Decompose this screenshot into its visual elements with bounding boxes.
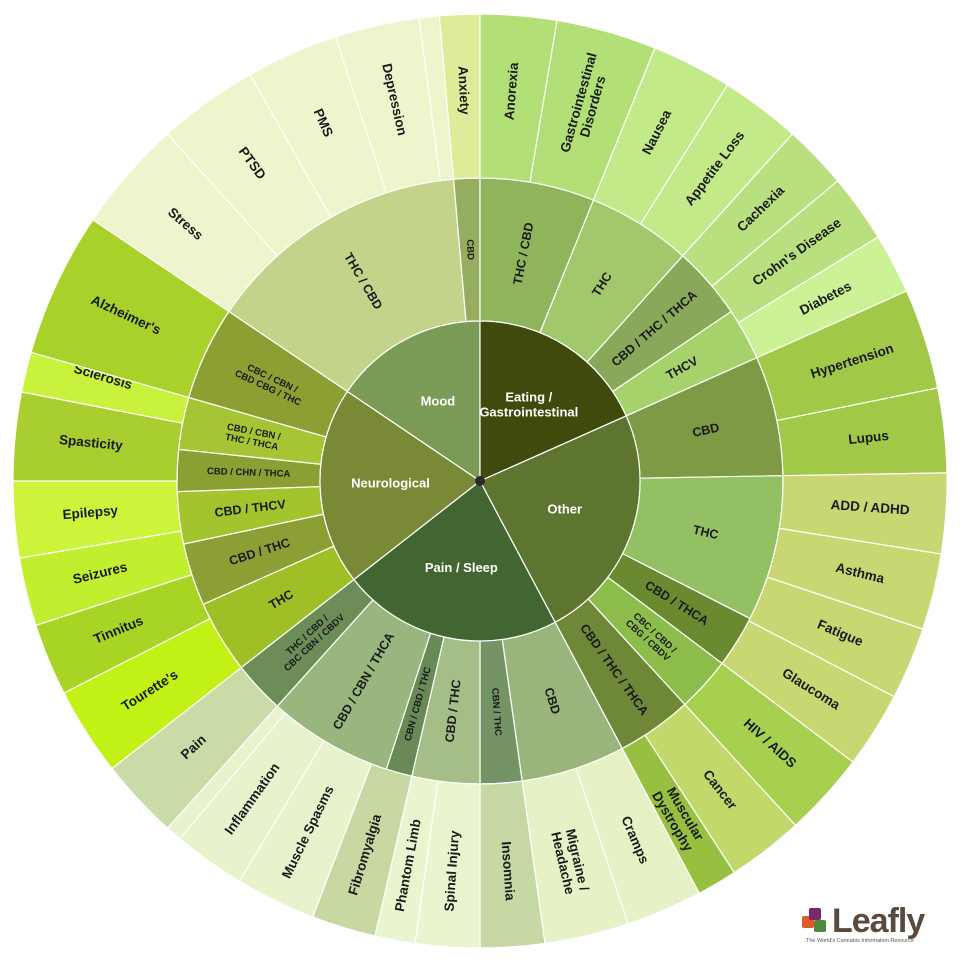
leafly-logo-tagline: The World's Cannabis Information Resourc… [806,938,914,944]
cannabinoid-label-other-1: THC [692,523,720,542]
cannabinoid-label-other-0: CBD [691,420,720,440]
category-label-eating-gastrointestinal: Eating /Gastrointestinal [479,390,578,420]
condition-label-anxiety: Anxiety [455,66,472,116]
category-label-other: Other [547,502,582,517]
category-label-pain-sleep: Pain / Sleep [425,560,498,575]
condition-label-insomnia: Insomnia [499,841,518,902]
condition-label-add-adhd: ADD / ADHD [830,497,910,517]
leafly-logo: Leafly The World's Cannabis Information … [802,900,942,946]
category-segment-other[interactable] [479,415,641,624]
cannabinoid-label-neurological-3: CBD / CHN / THCA [207,466,291,480]
condition-segment-alzheimer-s[interactable] [30,219,230,399]
category-segment-neurological[interactable] [319,390,482,581]
cannabinoid-label-mood-1: CBD [464,239,476,260]
condition-label-lupus: Lupus [848,428,890,447]
category-segment-pain-sleep[interactable] [353,480,556,642]
leafly-logo-mark [802,908,828,934]
leafly-logo-name: Leafly [832,902,925,940]
condition-label-spasticity: Spasticity [58,432,123,453]
category-segment-eating-gastrointestinal[interactable] [479,320,627,482]
condition-label-anorexia: Anorexia [502,61,522,120]
category-segment-mood[interactable] [346,320,481,483]
category-label-mood: Mood [421,393,456,408]
wheel-center-dot [475,476,485,486]
condition-label-epilepsy: Epilepsy [62,503,119,523]
cannabinoid-label-pain-sleep-1: CBN / THC [489,688,503,737]
category-label-neurological: Neurological [351,476,430,491]
condition-label-spinal-injury: Spinal Injury [441,830,462,912]
